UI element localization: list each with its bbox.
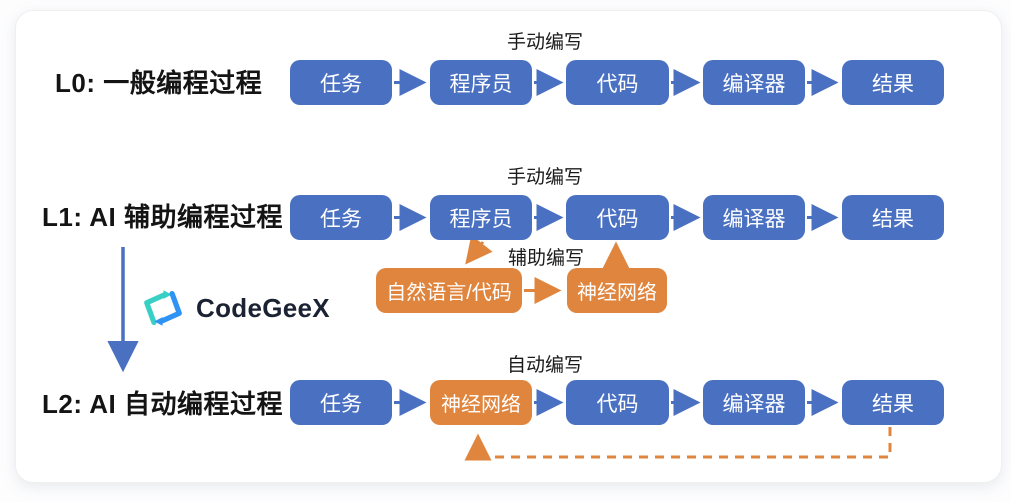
l2-compiler-box: 编译器 [703, 380, 805, 425]
l0-result-box: 结果 [842, 60, 944, 105]
codegeex-logo: CodeGeeX [140, 286, 330, 330]
l1-natural-language-code-box: 自然语言/代码 [376, 268, 522, 313]
codegeex-logo-text: CodeGeeX [196, 292, 330, 323]
row-title-l2: L2: AI 自动编程过程 [42, 389, 283, 419]
row-title-l0: L0: 一般编程过程 [55, 68, 263, 98]
l0-code-box: 代码 [566, 60, 669, 105]
l0-programmer-box: 程序员 [430, 60, 532, 105]
l0-task-box: 任务 [290, 60, 392, 105]
l0-compiler-box: 编译器 [703, 60, 805, 105]
l0-annotation-manual: 手动编写 [506, 32, 584, 53]
l2-code-box: 代码 [566, 380, 669, 425]
l2-neural-network-box: 神经网络 [430, 380, 532, 425]
l2-annotation-auto: 自动编写 [506, 355, 584, 376]
codegeex-logo-icon [144, 290, 182, 326]
l1-neural-network-box: 神经网络 [567, 268, 667, 313]
l2-result-box: 结果 [842, 380, 944, 425]
l1-code-box: 代码 [566, 195, 669, 240]
l1-programmer-box: 程序员 [430, 195, 532, 240]
row-title-l1: L1: AI 辅助编程过程 [42, 202, 283, 232]
l1-compiler-box: 编译器 [703, 195, 805, 240]
l1-annotation-assisted: 辅助编写 [507, 248, 585, 269]
l1-result-box: 结果 [842, 195, 944, 240]
l2-task-box: 任务 [290, 380, 392, 425]
l1-annotation-manual: 手动编写 [506, 167, 584, 188]
l1-task-box: 任务 [290, 195, 392, 240]
